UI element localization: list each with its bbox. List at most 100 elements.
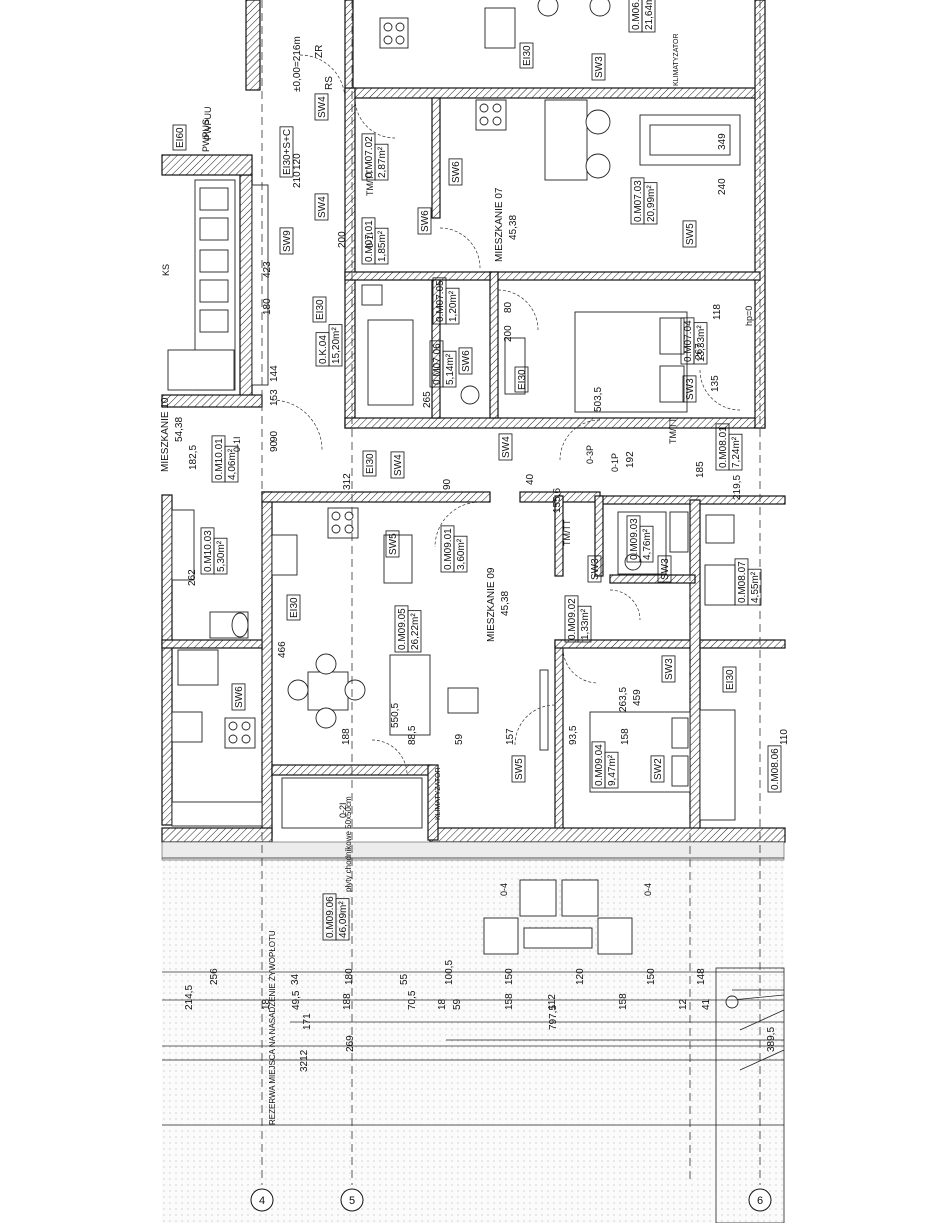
room-area: 13,33m² bbox=[696, 325, 707, 362]
misc-label: ±0,00=216m bbox=[292, 36, 303, 92]
room-area: 21,64m² bbox=[644, 0, 655, 30]
interior-dimension: 267 bbox=[694, 343, 705, 360]
apartment-area: 45,38 bbox=[508, 215, 519, 240]
dimension-value: 49,5 bbox=[291, 990, 302, 1010]
interior-dimension: 80 bbox=[503, 301, 514, 313]
fire-rating-tag: EI30 bbox=[315, 299, 326, 320]
room-code: 0.M07.04 bbox=[683, 320, 694, 362]
interior-dimension: 157 bbox=[505, 728, 516, 745]
dimension-value: 112 bbox=[547, 994, 558, 1010]
room-code: 0.M10.01 bbox=[214, 438, 225, 480]
fire-rating-tag: EI30 bbox=[725, 669, 736, 690]
dimension-value: 389,5 bbox=[766, 1027, 777, 1052]
interior-dimension: 200 bbox=[503, 325, 514, 342]
room-area: 5,14m² bbox=[445, 353, 456, 385]
dimension-value: 70,5 bbox=[407, 990, 418, 1010]
interior-dimension: 90 bbox=[269, 440, 280, 452]
dimension-value: 3212 bbox=[299, 1049, 310, 1072]
wall-type-tag: SW3 bbox=[590, 558, 601, 580]
dimension-value: 188 bbox=[342, 993, 353, 1010]
room-code: 0.M08.01 bbox=[718, 426, 729, 468]
interior-dimension: 262 bbox=[187, 569, 198, 586]
wall-type-tag: SW3 bbox=[685, 378, 696, 400]
dimension-lines bbox=[162, 971, 784, 1047]
misc-label: REZERWA MIEJSCA NA NASADZENIE ŻYWOPŁOTU bbox=[268, 930, 277, 1125]
misc-label: hp=0 bbox=[744, 306, 754, 326]
room-area: 2,87m² bbox=[377, 146, 388, 178]
interior-dimension: 40 bbox=[525, 473, 536, 485]
terrace-zone bbox=[162, 860, 784, 1223]
interior-dimension: 200 bbox=[337, 231, 348, 248]
interior-dimension: 349 bbox=[717, 133, 728, 150]
misc-label: KLIMATYZATOR bbox=[435, 767, 442, 820]
room-code: 0.K.04 bbox=[318, 335, 329, 364]
room-area: 4,55m² bbox=[750, 571, 761, 603]
interior-dimension: 550,5 bbox=[390, 703, 401, 728]
dimension-value: 256 bbox=[209, 968, 220, 985]
interior-dimension: 240 bbox=[717, 178, 728, 195]
misc-label: 0-1I bbox=[232, 436, 242, 452]
grid-label-6: 6 bbox=[757, 1195, 763, 1207]
dimension-value: 158 bbox=[618, 993, 629, 1010]
interior-dimension: 120 bbox=[292, 153, 303, 170]
grid-bubble-6: 6 bbox=[748, 1188, 772, 1212]
misc-label: TM/TT bbox=[365, 169, 375, 196]
grid-label-4: 4 bbox=[259, 1195, 265, 1207]
wall-type-tag: SW6 bbox=[451, 161, 462, 183]
dimension-value: 180 bbox=[344, 968, 355, 985]
interior-dimension: 503,5 bbox=[593, 387, 604, 412]
dimension-value: 171 bbox=[302, 1013, 313, 1030]
wall-type-tag: SW9 bbox=[282, 230, 293, 252]
misc-label: 0-1I bbox=[365, 232, 375, 248]
room-code: 0.M08.07 bbox=[737, 561, 748, 603]
room-area: 3,60m² bbox=[456, 538, 467, 570]
misc-label: TM/TT bbox=[668, 417, 678, 444]
interior-dimension: 90 bbox=[269, 430, 280, 442]
wall-type-tag: SW4 bbox=[317, 96, 328, 118]
dimension-value: 12 bbox=[678, 998, 689, 1010]
door-swings bbox=[271, 54, 741, 776]
interior-dimension: 185 bbox=[695, 461, 706, 478]
wall-type-tag: SW3 bbox=[660, 558, 671, 580]
dimension-value: 148 bbox=[696, 968, 707, 985]
shaft-column bbox=[167, 179, 269, 391]
room-area: 1,33m² bbox=[580, 608, 591, 640]
fire-rating-tag: EI30 bbox=[289, 597, 300, 618]
interior-dimension: 110 bbox=[779, 729, 790, 745]
dimension-value: 269 bbox=[345, 1035, 356, 1052]
misc-label: 0-3P bbox=[585, 445, 595, 464]
dimension-value: 214,5 bbox=[184, 985, 195, 1010]
dimension-value: 150 bbox=[646, 968, 657, 985]
dimension-value: 797,5 bbox=[548, 1005, 559, 1030]
room-code: 0.M08.06 bbox=[770, 748, 781, 790]
apartment-area: 45,38 bbox=[500, 591, 511, 616]
room-code: 0.M10.03 bbox=[203, 530, 214, 572]
wall-type-tag: SW4 bbox=[393, 454, 404, 476]
interior-dimension: 312 bbox=[342, 473, 353, 490]
interior-dimension: 210 bbox=[292, 171, 303, 188]
interior-dimension: 59 bbox=[454, 733, 465, 745]
misc-label: 0-4 bbox=[499, 883, 509, 896]
grid-axes bbox=[162, 0, 784, 1185]
wall-type-tag: SW5 bbox=[685, 223, 696, 245]
interior-dimension: 90 bbox=[442, 478, 453, 490]
misc-label: 0-2I bbox=[338, 802, 348, 818]
grid-bubble-5: 5 bbox=[340, 1188, 364, 1212]
dimension-value: 18 bbox=[437, 998, 448, 1010]
misc-label: RS bbox=[324, 76, 335, 90]
interior-dimension: 144 bbox=[269, 365, 280, 382]
interior-dimension: 93,5 bbox=[568, 725, 579, 745]
fire-rating-tag: EI30 bbox=[365, 453, 376, 474]
room-code: 0.M07.03 bbox=[633, 180, 644, 222]
apartment-label: MIESZKANIE 10 bbox=[160, 397, 171, 472]
dimension-value: 100,5 bbox=[444, 960, 455, 985]
fire-rating-tag: EI30+S+C bbox=[282, 129, 293, 175]
interior-dimension: 188 bbox=[341, 728, 352, 745]
room-area: 9,47m² bbox=[607, 754, 618, 786]
dimension-value: 59 bbox=[452, 998, 463, 1010]
room-code: 0.M07.06 bbox=[432, 343, 443, 385]
room-area: 7,24m² bbox=[731, 436, 742, 468]
interior-dimension: 155,6 bbox=[552, 488, 563, 513]
